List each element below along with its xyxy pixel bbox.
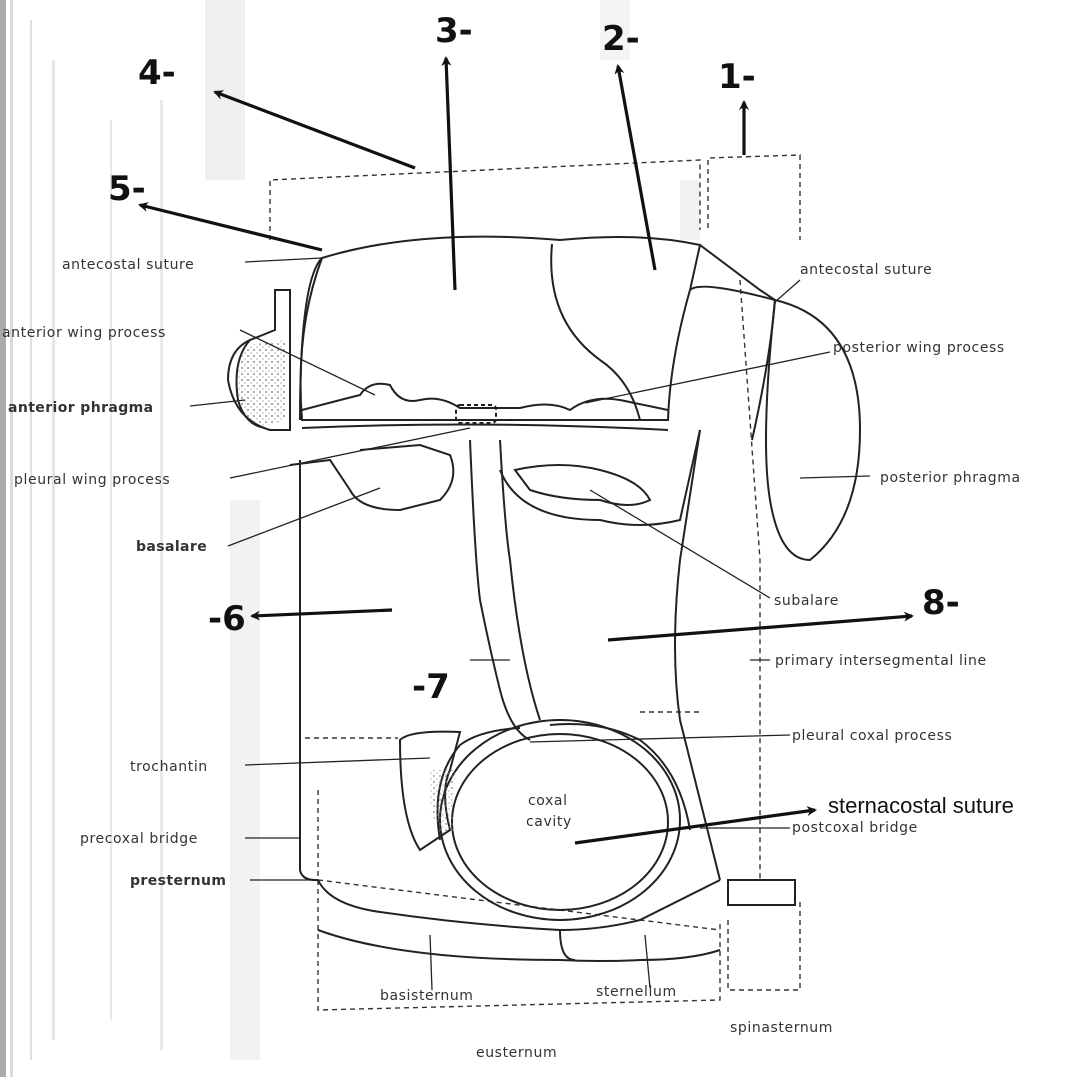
- label-presternum: presternum: [130, 873, 226, 889]
- label-trochantin: trochantin: [130, 759, 208, 775]
- label-primary-intersegmental-line: primary intersegmental line: [775, 653, 987, 669]
- arrow-6: [252, 610, 392, 616]
- label-pleural-wing-process: pleural wing process: [14, 472, 170, 488]
- number-5: 5-: [108, 169, 146, 209]
- anatomy-labels: antecostal suture antecostal suture ante…: [2, 257, 1021, 1061]
- label-antecostal-suture-left: antecostal suture: [62, 257, 194, 273]
- label-spinasternum: spinasternum: [730, 1020, 833, 1036]
- number-2: 2-: [602, 19, 640, 59]
- label-coxal-cavity-1: coxal: [528, 793, 568, 809]
- label-precoxal-bridge: precoxal bridge: [80, 831, 198, 847]
- number-7: -7: [412, 667, 450, 707]
- label-pleural-coxal-process: pleural coxal process: [792, 728, 952, 744]
- arrow-sternacostal: [575, 810, 815, 843]
- number-3: 3-: [435, 11, 473, 51]
- arrow-8: [608, 616, 912, 640]
- label-posterior-phragma: posterior phragma: [880, 470, 1021, 486]
- label-sternacostal-suture: sternacostal suture: [828, 793, 1014, 818]
- label-coxal-cavity-2: cavity: [526, 814, 572, 830]
- arrow-5: [140, 205, 322, 250]
- number-1: 1-: [718, 57, 756, 97]
- label-antecostal-suture-right: antecostal suture: [800, 262, 932, 278]
- number-4: 4-: [138, 53, 176, 93]
- label-anterior-wing-process: anterior wing process: [2, 325, 166, 341]
- number-6: -6: [208, 599, 246, 639]
- label-basalare: basalare: [136, 539, 207, 555]
- label-anterior-phragma: anterior phragma: [8, 400, 154, 416]
- label-postcoxal-bridge: postcoxal bridge: [792, 820, 918, 836]
- label-sternellum: sternellum: [596, 984, 677, 1000]
- arrow-2: [618, 66, 655, 270]
- label-posterior-wing-process: posterior wing process: [833, 340, 1005, 356]
- label-eusternum: eusternum: [476, 1045, 557, 1061]
- number-8: 8-: [922, 583, 960, 623]
- thorax-outline: [228, 237, 860, 961]
- label-subalare: subalare: [774, 593, 839, 609]
- segment-brackets: [270, 155, 800, 1010]
- arrow-3: [446, 58, 455, 290]
- label-basisternum: basisternum: [380, 988, 474, 1004]
